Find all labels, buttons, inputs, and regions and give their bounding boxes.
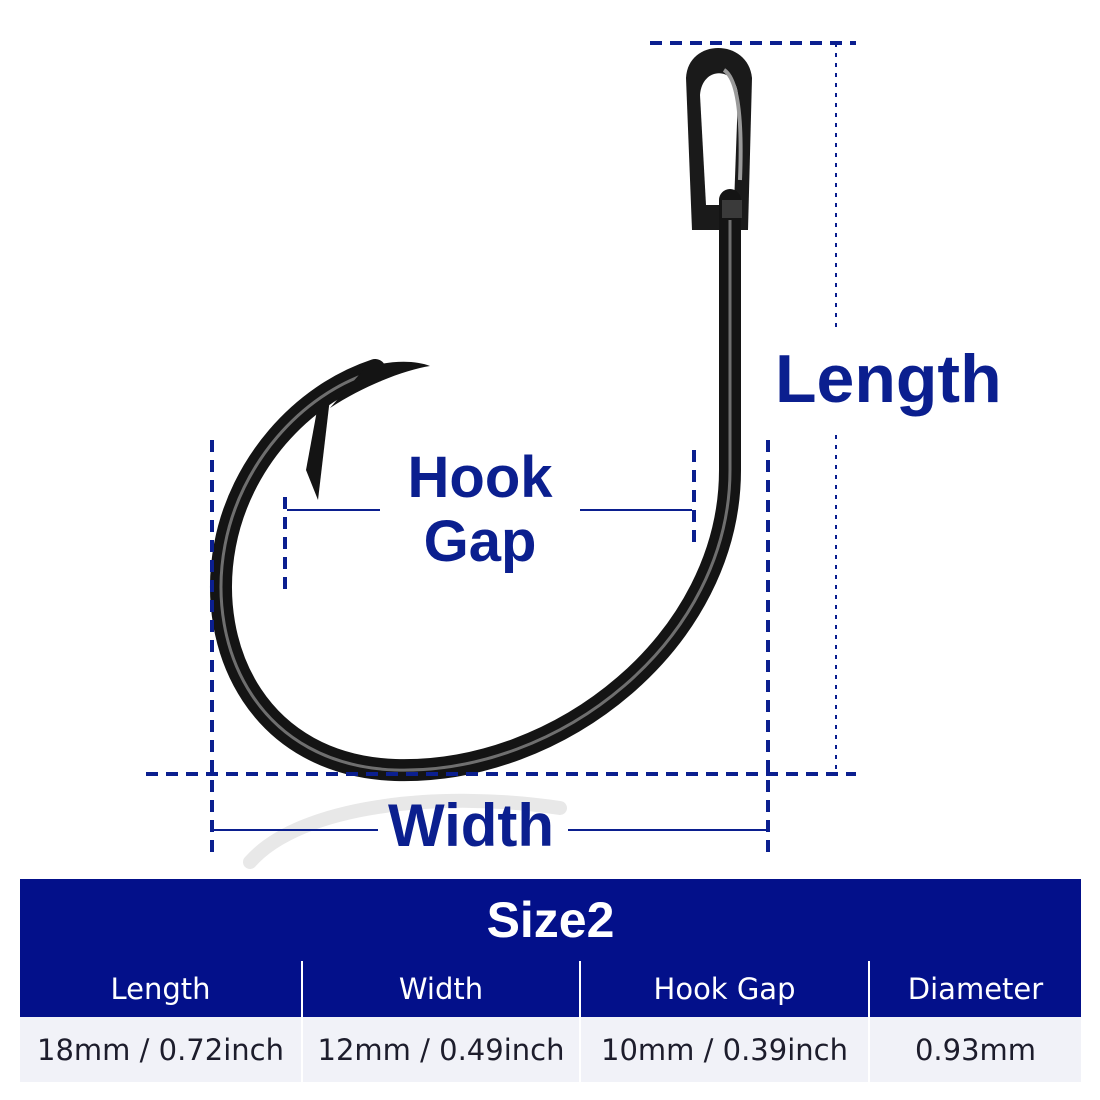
hook-gap-label-line2: Gap: [423, 509, 537, 574]
width-label: Width: [388, 792, 555, 859]
value-length: 18mm / 0.72inch: [37, 1032, 284, 1067]
hook-gap-label-line1: Hook: [407, 445, 553, 510]
value-width: 12mm / 0.49inch: [301, 1017, 579, 1082]
header-hook-gap: Hook Gap: [579, 961, 868, 1017]
hook-point: [330, 361, 430, 408]
header-diameter: Diameter: [868, 961, 1081, 1017]
table-row: 18mm / 0.72inch 12mm / 0.49inch 10mm / 0…: [20, 1017, 1081, 1082]
length-label: Length: [775, 341, 1002, 417]
table-header-row: Length Width Hook Gap Diameter: [20, 961, 1081, 1017]
fishing-hook-icon: [210, 48, 752, 782]
table-title: Size2: [20, 879, 1081, 961]
hook-dimension-diagram: [146, 41, 856, 869]
size-spec-table: Size2 Length Width Hook Gap Diameter 18m…: [20, 879, 1081, 1082]
hook-reflection: [243, 793, 567, 869]
dimension-guides: [146, 41, 856, 858]
hook-barb: [306, 398, 330, 500]
header-length: Length: [110, 972, 211, 1006]
value-hook-gap: 10mm / 0.39inch: [579, 1017, 868, 1082]
value-diameter: 0.93mm: [868, 1017, 1081, 1082]
hook-gap-label: Hook Gap: [385, 446, 575, 574]
header-width: Width: [301, 961, 579, 1017]
